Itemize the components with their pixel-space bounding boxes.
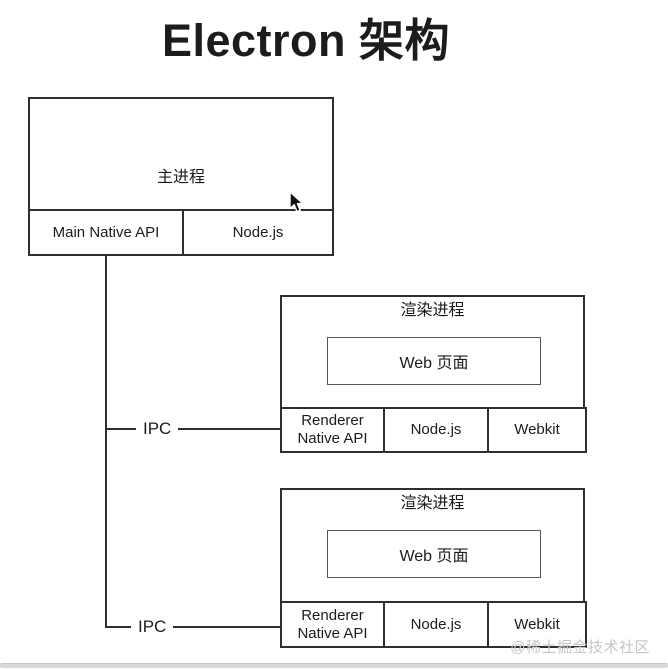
- cell-main-nodejs: Node.js: [232, 223, 284, 241]
- cell-renderer-2-native-api: Renderer Native API: [282, 603, 385, 646]
- main-process-box: 主进程 Main Native API Node.js: [28, 97, 334, 256]
- renderer-1-label: 渲染进程: [400, 302, 465, 319]
- watermark-text: @稀土掘金技术社区: [510, 639, 650, 656]
- cell-renderer-2-nodejs: Node.js: [385, 603, 489, 646]
- main-process-row: Main Native API Node.js: [28, 209, 334, 256]
- renderer-2-label: 渲染进程: [400, 495, 465, 512]
- cell-renderer-1-native-api: Renderer Native API: [282, 409, 385, 451]
- renderer-1-web-page-box: Web 页面: [327, 337, 541, 385]
- ipc-horizontal-line-2: [105, 626, 280, 628]
- bottom-edge-bar: [0, 663, 668, 668]
- diagram-title: Electron 架构: [161, 15, 451, 66]
- renderer-2-web-page-box: Web 页面: [327, 530, 541, 578]
- renderer-1-row: Renderer Native API Node.js Webkit: [280, 407, 587, 453]
- renderer-2-row: Renderer Native API Node.js Webkit: [280, 601, 587, 648]
- renderer-process-box-1: 渲染进程 Web 页面: [280, 295, 585, 409]
- renderer-process-box-2: 渲染进程 Web 页面: [280, 488, 585, 603]
- mouse-arrow-cursor-icon: [289, 191, 304, 213]
- ipc-label-2: IPC: [131, 616, 174, 637]
- ipc-horizontal-line-1: [105, 428, 280, 430]
- ipc-label-1: IPC: [136, 418, 179, 439]
- ipc-vertical-line: [105, 256, 107, 628]
- cell-renderer-1-nodejs: Node.js: [385, 409, 489, 451]
- cell-renderer-1-webkit: Webkit: [514, 421, 560, 438]
- main-process-label: 主进程: [156, 169, 205, 186]
- cell-main-native-api: Main Native API: [30, 211, 184, 254]
- cell-renderer-2-webkit: Webkit: [514, 615, 560, 633]
